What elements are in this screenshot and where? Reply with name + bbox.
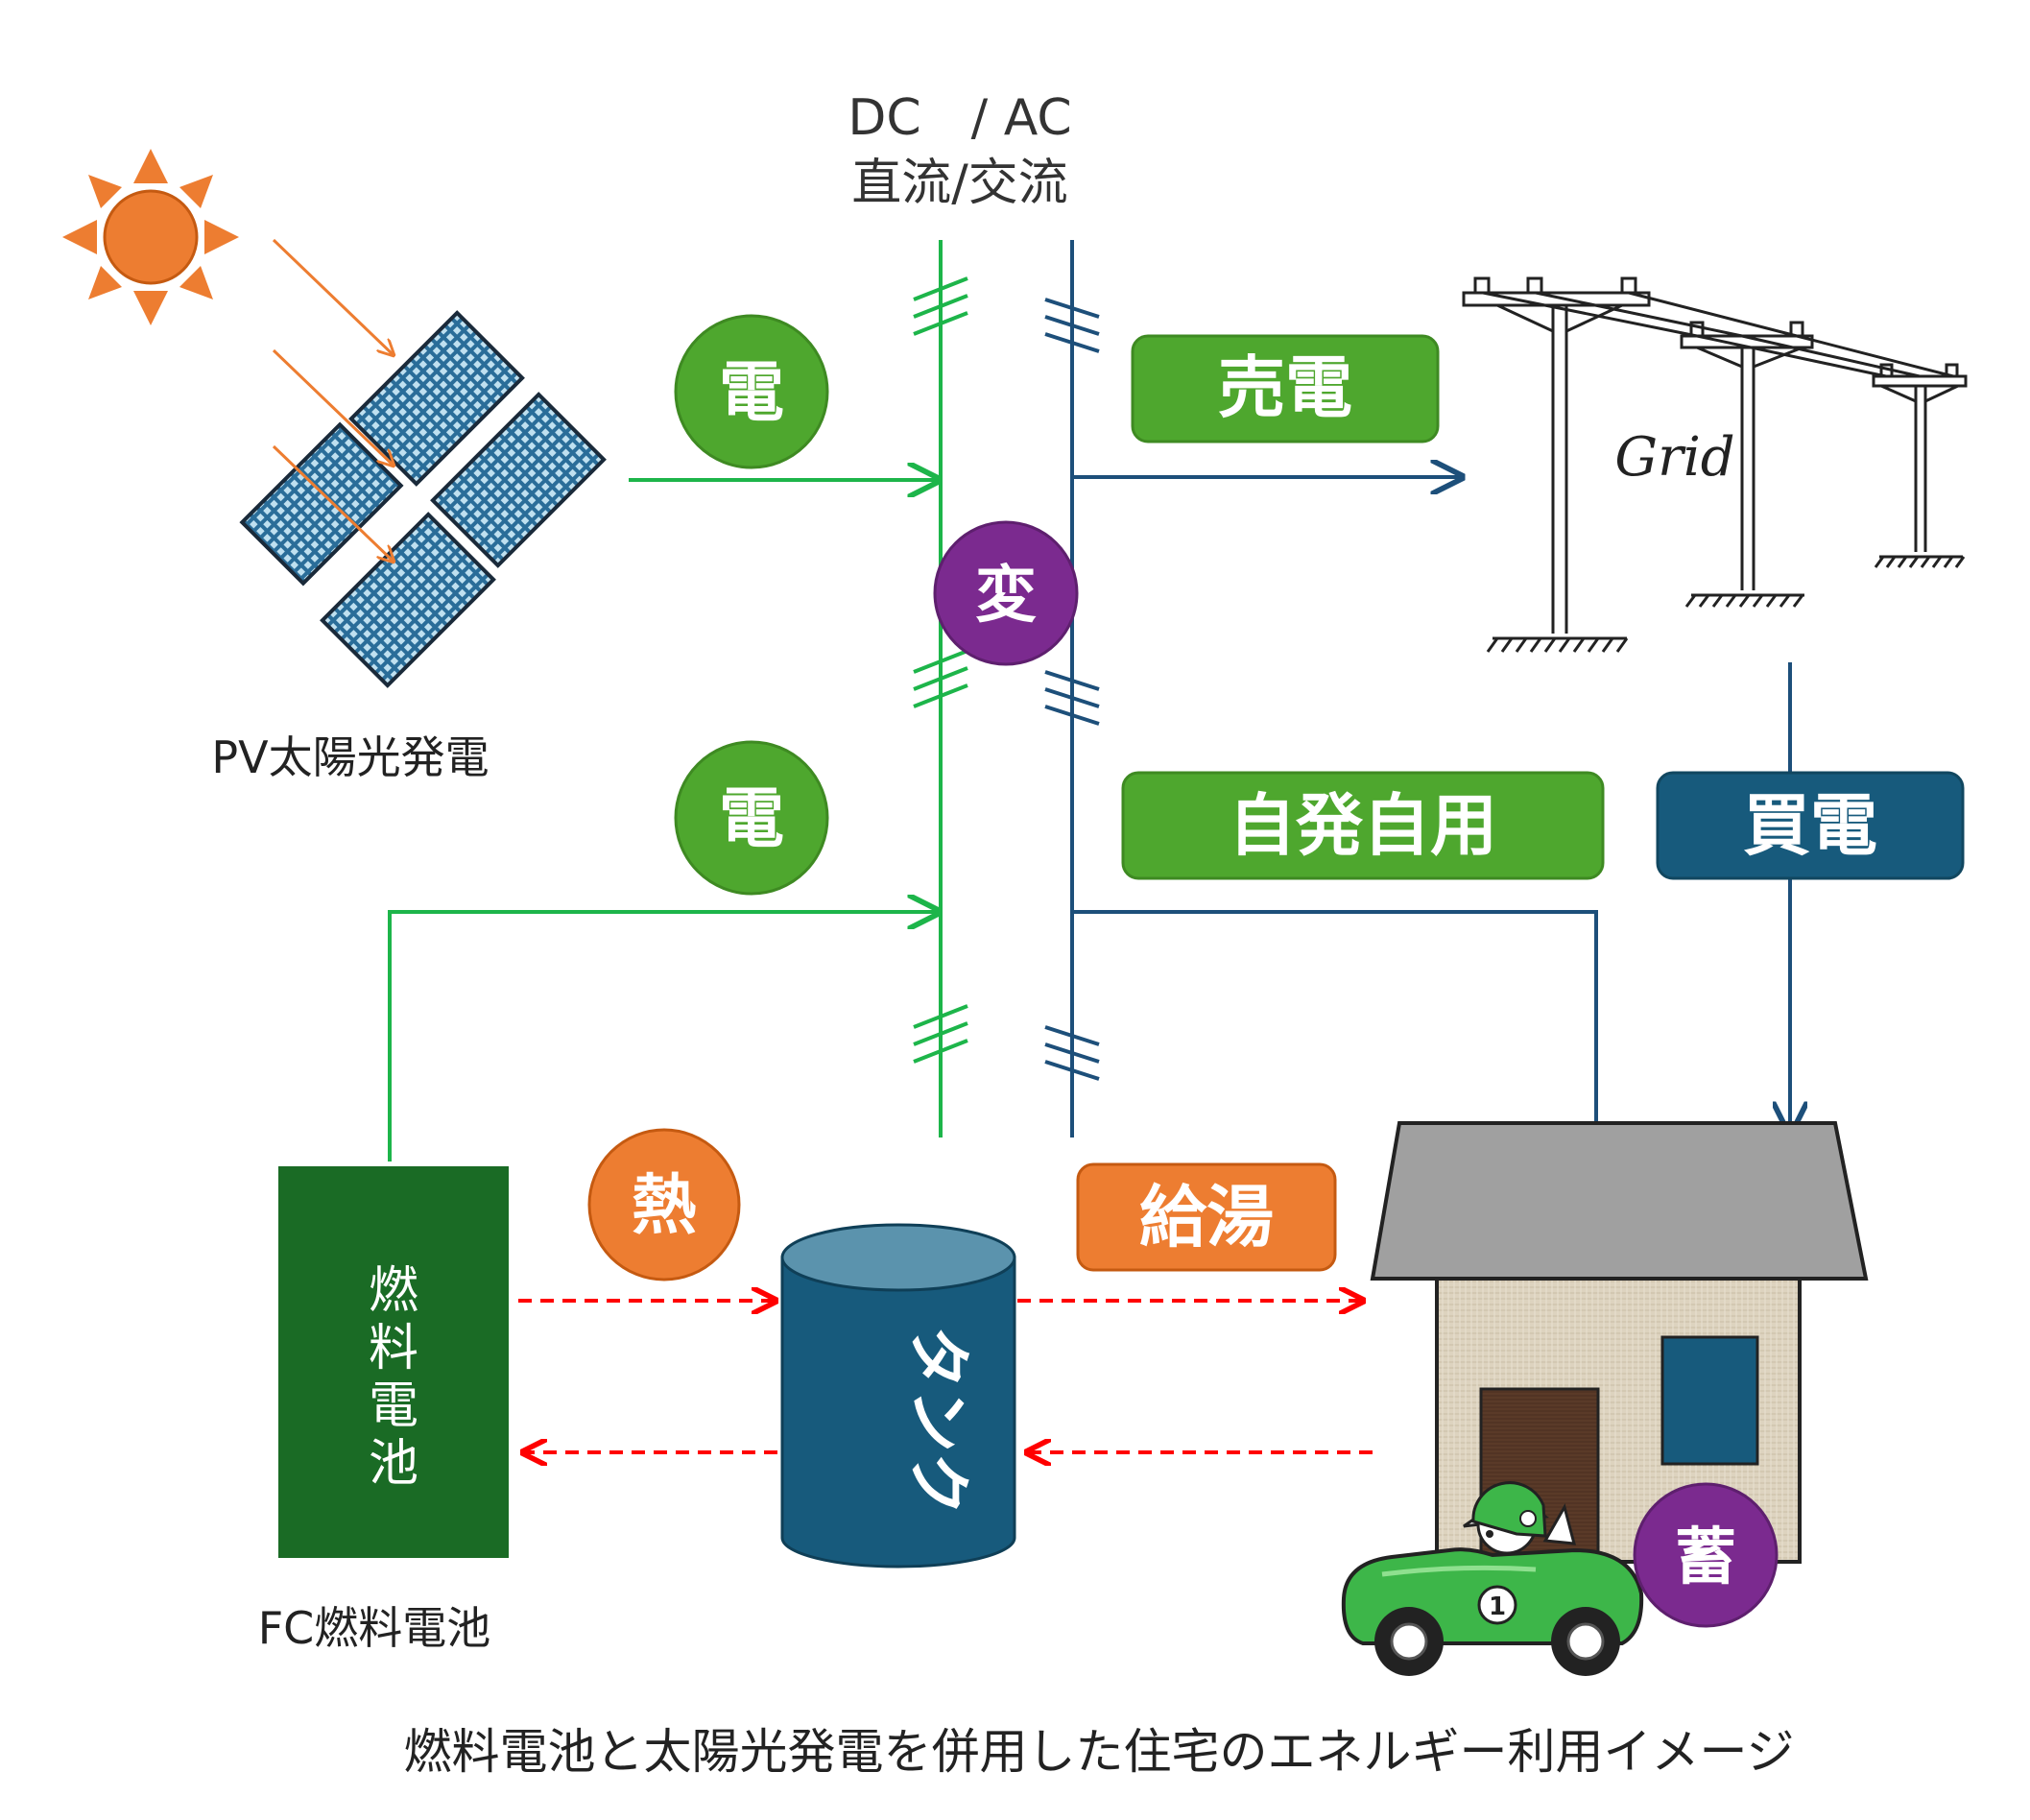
heat-flow-arrows bbox=[518, 1301, 1373, 1452]
svg-text:変: 変 bbox=[975, 561, 1037, 632]
car-number: 1 bbox=[1489, 1592, 1506, 1621]
solar-panel-icon bbox=[239, 310, 607, 688]
svg-text:蓄: 蓄 bbox=[1675, 1522, 1736, 1593]
svg-text:売電: 売電 bbox=[1218, 348, 1352, 427]
grid-label: Grid bbox=[1614, 426, 1734, 489]
tank-icon: タンク bbox=[780, 1223, 1016, 1569]
car-icon: 1 bbox=[1341, 1481, 1644, 1676]
house-icon bbox=[1370, 1121, 1869, 1564]
sun-icon bbox=[62, 149, 239, 325]
pv-label: PV太陽光発電 bbox=[211, 731, 489, 783]
convert-badge: 変 bbox=[933, 520, 1079, 666]
dc-bus-hash-marks bbox=[913, 276, 968, 1064]
electricity-badge-pv: 電 bbox=[674, 314, 829, 469]
dc-ac-jp-label: 直流/交流 bbox=[851, 155, 1068, 212]
svg-text:給湯: 給湯 bbox=[1139, 1178, 1274, 1257]
fc-box-char: 料 bbox=[369, 1320, 418, 1377]
hot-water-label: 給湯 bbox=[1076, 1162, 1337, 1272]
svg-text:熱: 熱 bbox=[632, 1168, 697, 1244]
sun-ray-arrows bbox=[272, 238, 394, 562]
fc-to-dc-arrow bbox=[388, 912, 939, 1161]
fc-box-char: 池 bbox=[369, 1435, 418, 1493]
dc-ac-label: DC / AC bbox=[848, 89, 1071, 147]
fuel-cell-box: 燃 料 電 池 bbox=[278, 1166, 509, 1558]
svg-text:電: 電 bbox=[719, 355, 784, 431]
electricity-badge-fc: 電 bbox=[674, 740, 829, 896]
sell-power-label: 売電 bbox=[1131, 334, 1440, 443]
ac-bus-hash-marks bbox=[1044, 298, 1100, 1081]
tank-label: タンク bbox=[901, 1326, 975, 1516]
self-use-label: 自発自用 bbox=[1121, 771, 1605, 880]
svg-text:電: 電 bbox=[719, 781, 784, 857]
diagram-caption: 燃料電池と太陽光発電を併用した住宅のエネルギー利用イメージ bbox=[404, 1724, 1795, 1780]
svg-text:自発自用: 自発自用 bbox=[1229, 786, 1497, 865]
fc-box-char: 電 bbox=[369, 1377, 418, 1435]
buy-power-label: 買電 bbox=[1656, 771, 1965, 880]
fc-box-char: 燃 bbox=[369, 1262, 418, 1320]
fc-label: FC燃料電池 bbox=[258, 1602, 491, 1654]
svg-text:買電: 買電 bbox=[1743, 786, 1877, 865]
heat-badge: 熱 bbox=[587, 1128, 741, 1281]
power-grid-icon bbox=[1462, 276, 1968, 653]
house-window bbox=[1660, 1335, 1759, 1466]
storage-badge: 蓄 bbox=[1633, 1482, 1779, 1628]
